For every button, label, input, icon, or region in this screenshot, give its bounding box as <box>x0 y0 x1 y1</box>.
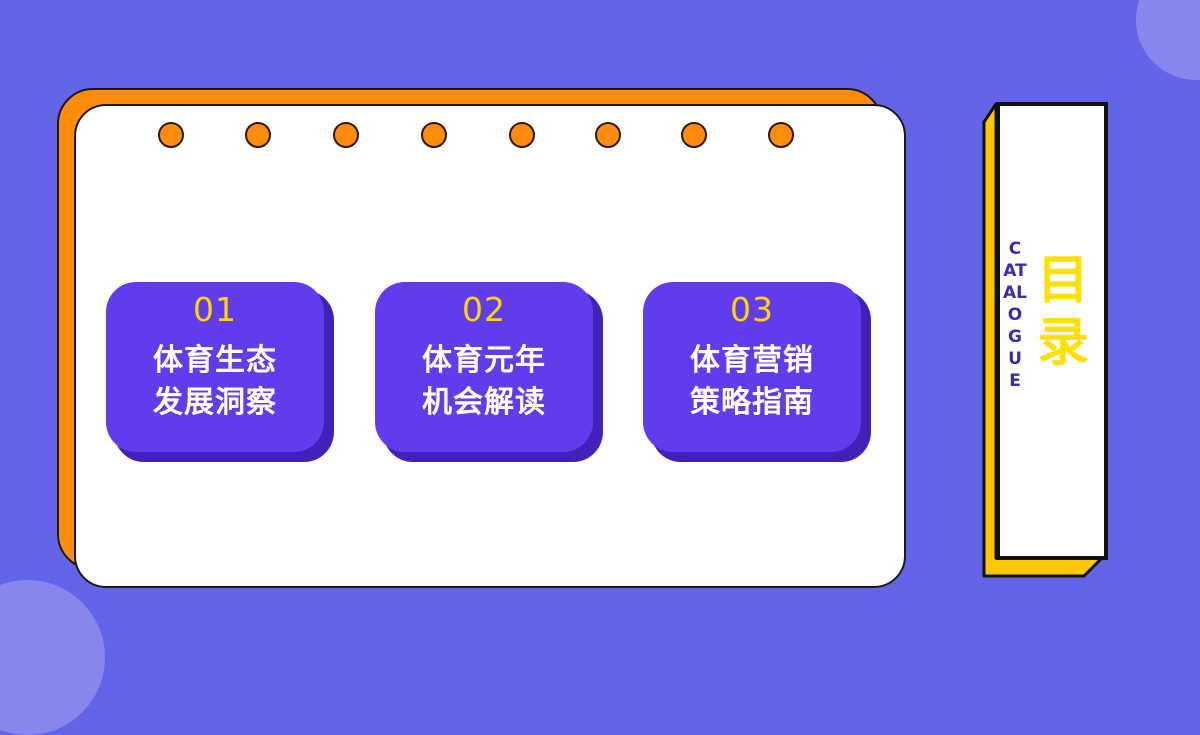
ring-hole-icon <box>333 122 359 148</box>
catalogue-label-zh: 目录 <box>1036 251 1089 373</box>
toc-item-face: 01 体育生态 发展洞察 <box>106 282 324 452</box>
decorative-bubble-bottom-left <box>0 580 105 735</box>
toc-item-title-line1: 体育营销 <box>690 343 814 378</box>
toc-item-1[interactable]: 01 体育生态 发展洞察 <box>106 282 334 462</box>
toc-item-title-line2: 机会解读 <box>422 385 546 420</box>
toc-item-number: 03 <box>730 290 774 329</box>
decorative-bubble-top-right <box>1136 0 1200 80</box>
toc-item-title: 体育营销 策略指南 <box>677 340 827 424</box>
ring-hole-icon <box>158 122 184 148</box>
toc-item-title-line1: 体育生态 <box>153 343 277 378</box>
catalogue-panel <box>996 102 1108 560</box>
toc-item-face: 03 体育营销 策略指南 <box>643 282 861 452</box>
ring-hole-icon <box>595 122 621 148</box>
toc-item-2[interactable]: 02 体育元年 机会解读 <box>375 282 603 462</box>
ring-hole-icon <box>681 122 707 148</box>
toc-item-title-line2: 策略指南 <box>690 385 814 420</box>
catalogue-label-en: CATALOGUE <box>1003 239 1027 391</box>
ring-hole-icon <box>509 122 535 148</box>
toc-item-title-line1: 体育元年 <box>422 343 546 378</box>
ring-hole-icon <box>421 122 447 148</box>
toc-item-title: 体育元年 机会解读 <box>409 340 559 424</box>
toc-item-title-line2: 发展洞察 <box>153 385 277 420</box>
toc-item-3[interactable]: 03 体育营销 策略指南 <box>643 282 871 462</box>
toc-item-number: 01 <box>193 290 237 329</box>
toc-item-face: 02 体育元年 机会解读 <box>375 282 593 452</box>
ring-hole-icon <box>768 122 794 148</box>
toc-item-title: 体育生态 发展洞察 <box>140 340 290 424</box>
ring-hole-icon <box>245 122 271 148</box>
toc-item-number: 02 <box>462 290 506 329</box>
